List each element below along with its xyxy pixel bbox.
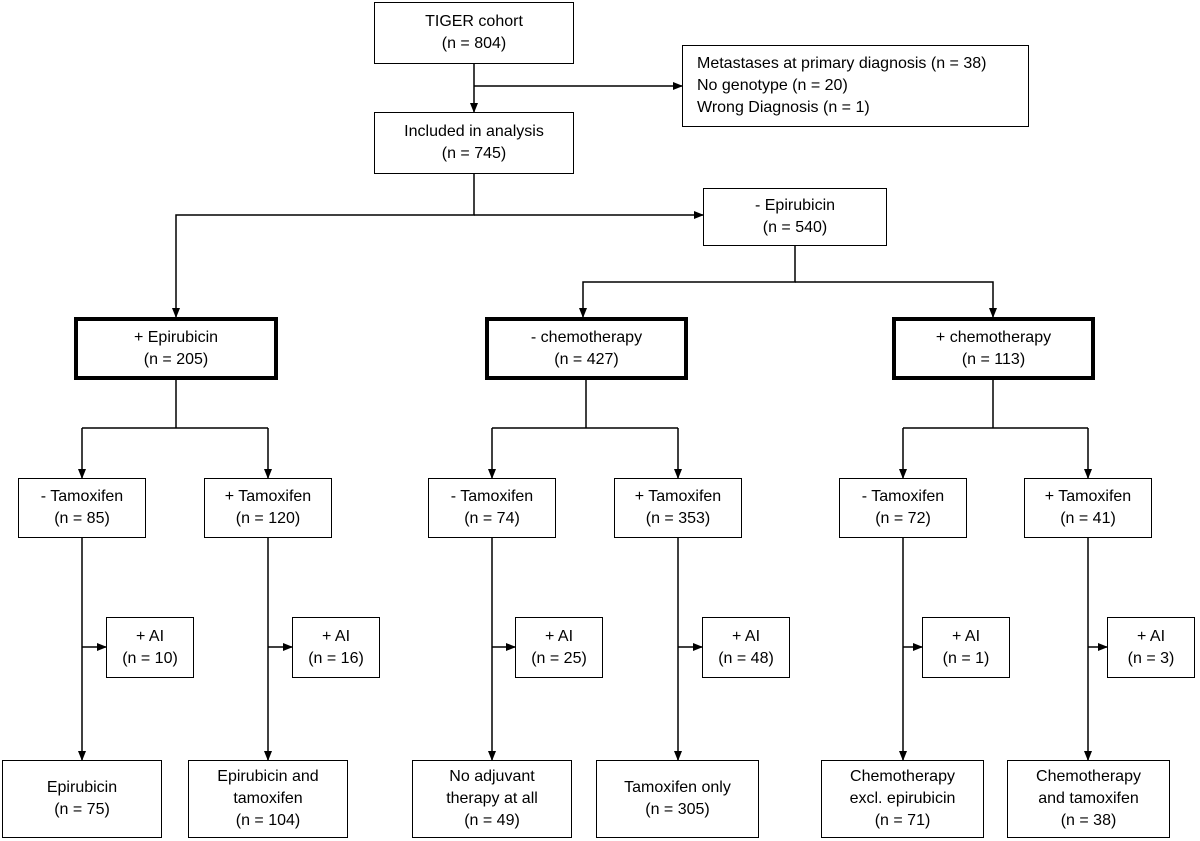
node-line: (n = 38) [1060, 812, 1117, 829]
node-line: (n = 10) [122, 649, 178, 667]
node-line: (n = 25) [531, 649, 587, 667]
node-ai-epi-minus-tam: + AI (n = 10) [106, 617, 194, 678]
node-line: Wrong Diagnosis (n = 1) [697, 99, 870, 116]
node-final-epirubicin: Epirubicin (n = 75) [2, 760, 162, 838]
node-line: (n = 804) [441, 35, 507, 52]
node-final-tamoxifen-only: Tamoxifen only (n = 305) [596, 760, 759, 838]
node-final-no-adjuvant: No adjuvant therapy at all (n = 49) [412, 760, 572, 838]
node-ai-chemo-plus-tam: + AI (n = 3) [1107, 617, 1195, 678]
node-line: (n = 353) [645, 510, 711, 527]
node-line: + AI [321, 627, 351, 645]
node-ai-epi-plus-tam: + AI (n = 16) [292, 617, 380, 678]
node-excluded: Metastases at primary diagnosis (n = 38)… [682, 45, 1029, 127]
node-ai-nochemo-minus-tam: + AI (n = 25) [515, 617, 603, 678]
node-line: (n = 540) [762, 219, 828, 236]
connector-arrow [795, 281, 997, 318]
node-line: (n = 113) [961, 350, 1026, 368]
node-chemo-plus-tamoxifen: + Tamoxifen (n = 41) [1024, 478, 1152, 538]
node-line: No adjuvant [449, 768, 535, 785]
node-line: Epirubicin and [217, 768, 319, 785]
node-line: Chemotherapy [850, 768, 955, 785]
node-line: - Tamoxifen [40, 488, 124, 505]
node-line: (n = 85) [54, 510, 110, 527]
node-line: - Epirubicin [754, 197, 836, 214]
node-plus-epirubicin: + Epirubicin (n = 205) [74, 317, 278, 380]
node-line: (n = 205) [143, 350, 209, 368]
node-line: + Tamoxifen [1044, 488, 1132, 505]
node-line: No genotype (n = 20) [697, 77, 848, 94]
node-line: (n = 120) [235, 510, 301, 527]
node-line: + chemotherapy [935, 328, 1052, 346]
node-line: tamoxifen [233, 790, 303, 807]
node-line: (n = 71) [874, 812, 931, 829]
node-line: (n = 41) [1060, 510, 1116, 527]
node-line: (n = 427) [554, 350, 619, 368]
connector-arrow [579, 246, 796, 318]
node-line: + Tamoxifen [224, 488, 312, 505]
node-line: + AI [1136, 627, 1166, 645]
node-nochemo-plus-tamoxifen: + Tamoxifen (n = 353) [614, 478, 742, 538]
node-line: (n = 75) [54, 801, 110, 818]
node-epi-plus-tamoxifen: + Tamoxifen (n = 120) [204, 478, 332, 538]
node-ai-nochemo-plus-tam: + AI (n = 48) [702, 617, 790, 678]
node-line: (n = 305) [645, 801, 710, 818]
node-line: (n = 745) [441, 145, 507, 162]
node-line: Metastases at primary diagnosis (n = 38) [697, 55, 987, 72]
node-line: Chemotherapy [1036, 768, 1141, 785]
node-line: (n = 48) [718, 649, 774, 667]
node-line: - Tamoxifen [861, 488, 945, 505]
node-chemo-minus-tamoxifen: - Tamoxifen (n = 72) [839, 478, 967, 538]
node-line: + AI [731, 627, 761, 645]
node-minus-epirubicin: - Epirubicin (n = 540) [703, 188, 887, 246]
node-line: (n = 16) [308, 649, 364, 667]
node-line: (n = 72) [875, 510, 931, 527]
node-line: (n = 104) [235, 812, 301, 829]
node-line: and tamoxifen [1038, 790, 1139, 807]
node-line: TIGER cohort [425, 13, 523, 30]
connector-arrow [172, 174, 475, 318]
node-line: (n = 1) [942, 649, 990, 667]
node-minus-chemotherapy: - chemotherapy (n = 427) [485, 317, 688, 380]
node-line: therapy at all [446, 790, 538, 807]
node-line: - chemotherapy [530, 328, 643, 346]
node-included: Included in analysis (n = 745) [374, 112, 574, 174]
node-line: Epirubicin [46, 779, 118, 796]
node-nochemo-minus-tamoxifen: - Tamoxifen (n = 74) [428, 478, 556, 538]
node-line: (n = 74) [464, 510, 520, 527]
node-epi-minus-tamoxifen: - Tamoxifen (n = 85) [18, 478, 146, 538]
node-plus-chemotherapy: + chemotherapy (n = 113) [892, 317, 1095, 380]
node-ai-chemo-minus-tam: + AI (n = 1) [922, 617, 1010, 678]
node-line: (n = 49) [464, 812, 520, 829]
node-line: Tamoxifen only [624, 779, 731, 796]
node-final-epirubicin-tamoxifen: Epirubicin and tamoxifen (n = 104) [188, 760, 348, 838]
node-line: excl. epirubicin [849, 790, 956, 807]
node-line: + AI [951, 627, 981, 645]
node-line: + Tamoxifen [634, 488, 722, 505]
node-tiger-cohort: TIGER cohort (n = 804) [374, 2, 574, 64]
node-line: (n = 3) [1127, 649, 1175, 667]
node-final-chemotherapy-tamoxifen: Chemotherapy and tamoxifen (n = 38) [1007, 760, 1170, 838]
node-line: + AI [544, 627, 574, 645]
node-final-chemotherapy: Chemotherapy excl. epirubicin (n = 71) [821, 760, 984, 838]
node-line: + AI [135, 627, 165, 645]
node-line: - Tamoxifen [450, 488, 534, 505]
node-line: Included in analysis [404, 123, 544, 140]
node-line: + Epirubicin [133, 328, 219, 346]
